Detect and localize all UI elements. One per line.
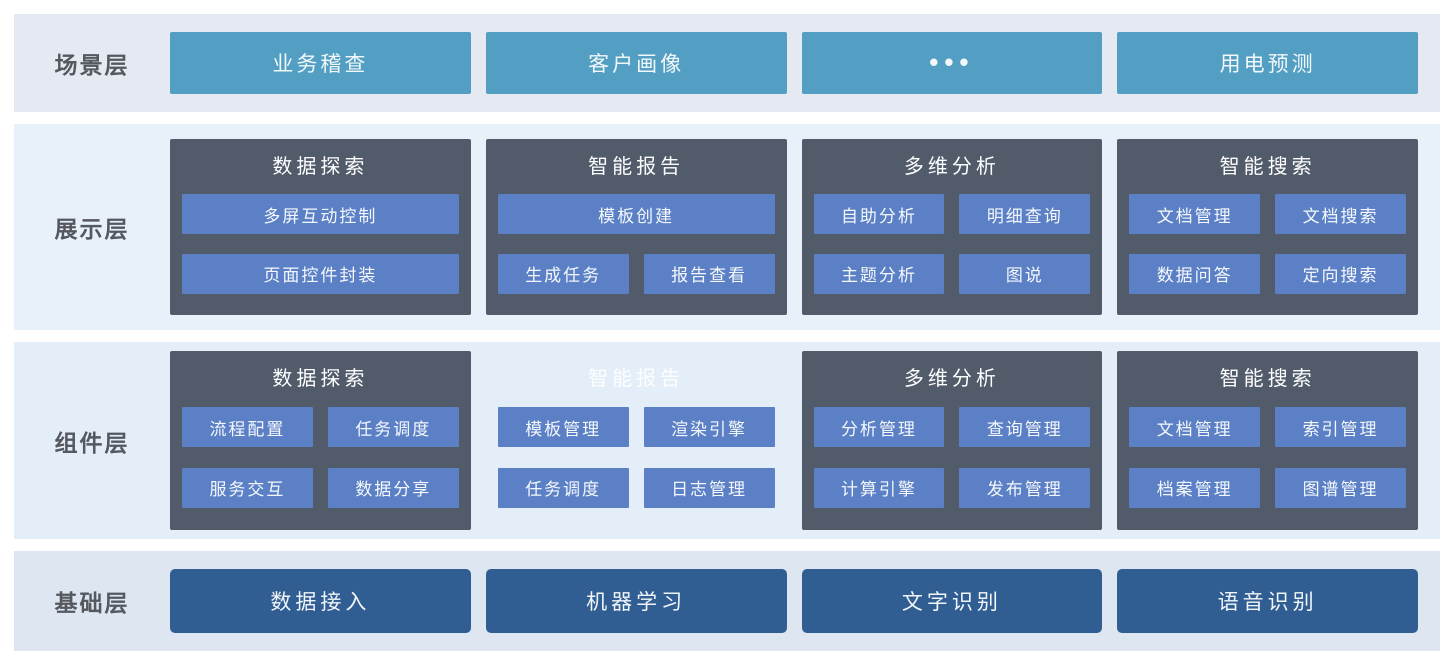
module-chip: 任务调度: [327, 407, 459, 448]
group-smart-report-ghost: 智能报告 模板管理 渲染引擎 任务调度 日志管理: [486, 351, 787, 530]
group-rows: 模板创建 生成任务 报告查看: [497, 187, 775, 303]
module-chip: 查询管理: [959, 407, 1091, 448]
layer-band-component: 组件层 数据探索 流程配置 任务调度 服务交互 数据分享 智能报告: [14, 341, 1440, 540]
foundation-boxes: 数据接入 机器学习 文字识别 语音识别: [170, 551, 1418, 651]
module-chip: 定向搜索: [1275, 253, 1406, 294]
module-chip: 数据分享: [327, 467, 459, 508]
group-rows: 流程配置 任务调度 服务交互 数据分享: [182, 399, 459, 518]
module-chip: 计算引擎: [813, 467, 945, 508]
layer-band-foundation: 基础层 数据接入 机器学习 文字识别 语音识别: [14, 551, 1440, 651]
module-chip: 索引管理: [1275, 407, 1406, 448]
module-chip: 档案管理: [1129, 467, 1261, 508]
module-chip: 模板创建: [497, 194, 775, 235]
module-chip: 生成任务: [497, 253, 629, 294]
layer-label-foundation: 基础层: [54, 590, 130, 617]
group-data-exploration: 数据探索 流程配置 任务调度 服务交互 数据分享: [170, 350, 471, 531]
group-title: 多维分析: [903, 367, 1000, 390]
scenario-box-business-audit: 业务稽查: [170, 31, 471, 94]
group-multidim-analysis: 多维分析 自助分析 明细查询 主题分析 图说: [801, 138, 1103, 315]
layer-label-presentation: 展示层: [54, 215, 130, 242]
module-chip: 模板管理: [497, 407, 629, 448]
group-multidim-analysis: 多维分析 分析管理 查询管理 计算引擎 发布管理: [801, 350, 1103, 531]
module-chip: 流程配置: [182, 407, 313, 448]
module-chip: 主题分析: [813, 253, 945, 294]
layer-band-presentation: 展示层 数据探索 多屏互动控制 页面控件封装 智能报告 模板创建 生成任务 报告…: [14, 123, 1440, 330]
module-chip: 发布管理: [959, 467, 1091, 508]
group-rows: 模板管理 渲染引擎 任务调度 日志管理: [497, 399, 775, 518]
scenario-box-power-forecast: 用电预测: [1117, 31, 1418, 94]
module-chip: 数据问答: [1129, 253, 1261, 294]
module-chip: 明细查询: [959, 194, 1091, 235]
foundation-box-speech-recognition: 语音识别: [1117, 569, 1418, 634]
module-chip: 页面控件封装: [182, 253, 459, 294]
module-chip: 服务交互: [182, 467, 313, 508]
module-chip: 多屏互动控制: [182, 194, 459, 235]
module-chip: 日志管理: [643, 467, 775, 508]
group-title: 智能报告: [588, 367, 685, 390]
group-title: 智能报告: [588, 155, 685, 178]
module-chip: 任务调度: [497, 467, 629, 508]
presentation-groups: 数据探索 多屏互动控制 页面控件封装 智能报告 模板创建 生成任务 报告查看 多…: [170, 124, 1418, 330]
module-chip: 图谱管理: [1275, 467, 1406, 508]
group-title: 数据探索: [272, 155, 369, 178]
module-chip: 自助分析: [813, 194, 945, 235]
group-data-exploration: 数据探索 多屏互动控制 页面控件封装: [170, 138, 471, 315]
group-rows: 文档管理 文档搜索 数据问答 定向搜索: [1129, 187, 1406, 303]
scenario-boxes: 业务稽查 客户画像 ••• 用电预测: [170, 14, 1418, 112]
group-smart-search: 智能搜索 文档管理 索引管理 档案管理 图谱管理: [1117, 350, 1418, 531]
foundation-box-machine-learning: 机器学习: [485, 569, 787, 634]
layer-label-component: 组件层: [54, 429, 130, 456]
module-chip: 文档管理: [1129, 407, 1261, 448]
module-chip: 文档搜索: [1275, 194, 1406, 235]
layer-label-scenario: 场景层: [54, 51, 130, 78]
foundation-box-ocr: 文字识别: [801, 569, 1103, 634]
foundation-box-data-ingestion: 数据接入: [170, 569, 471, 634]
group-smart-search: 智能搜索 文档管理 文档搜索 数据问答 定向搜索: [1117, 138, 1418, 315]
module-chip: 报告查看: [643, 253, 775, 294]
group-rows: 多屏互动控制 页面控件封装: [182, 187, 459, 303]
module-chip: 文档管理: [1129, 194, 1261, 235]
scenario-box-ellipsis: •••: [801, 31, 1103, 94]
group-rows: 文档管理 索引管理 档案管理 图谱管理: [1129, 399, 1406, 518]
group-title: 智能搜索: [1219, 155, 1316, 178]
module-chip: 渲染引擎: [643, 407, 775, 448]
layer-band-scenario: 场景层 业务稽查 客户画像 ••• 用电预测: [14, 14, 1440, 112]
component-groups: 数据探索 流程配置 任务调度 服务交互 数据分享 智能报告 模板管理: [170, 342, 1418, 539]
module-chip: 图说: [959, 253, 1091, 294]
scenario-box-customer-profile: 客户画像: [485, 31, 787, 94]
module-chip: 分析管理: [813, 407, 945, 448]
group-smart-report: 智能报告 模板创建 生成任务 报告查看: [485, 138, 787, 315]
group-title: 数据探索: [272, 367, 369, 390]
group-title: 智能搜索: [1219, 367, 1316, 390]
group-rows: 自助分析 明细查询 主题分析 图说: [813, 187, 1091, 303]
group-title: 多维分析: [903, 155, 1000, 178]
group-rows: 分析管理 查询管理 计算引擎 发布管理: [813, 399, 1091, 518]
